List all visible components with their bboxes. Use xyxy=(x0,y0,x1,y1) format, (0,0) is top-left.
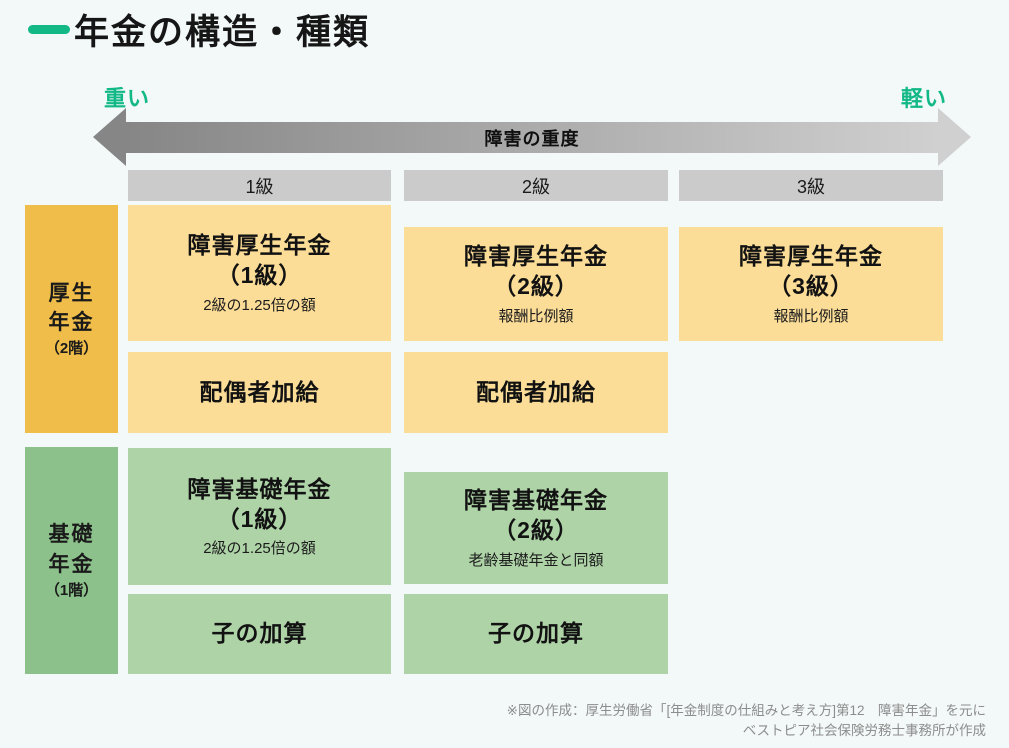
cell-grade: （1級） xyxy=(216,262,303,288)
cell-title: 配偶者加給 xyxy=(199,378,320,405)
cell-title: 障害基礎年金 xyxy=(464,487,608,514)
severity-axis-bar: 障害の重度 xyxy=(125,122,939,153)
cell-spouse-addition-grade2: 配偶者加給 xyxy=(404,352,668,433)
row-label-line: （1階） xyxy=(44,581,99,599)
cell-grade: （3級） xyxy=(768,273,854,299)
cell-grade: （2級） xyxy=(493,273,579,299)
row-label-line: 厚生 xyxy=(48,281,95,305)
cell-note: 報酬比例額 xyxy=(773,307,849,325)
cell-note: 2級の1.25倍の額 xyxy=(203,540,316,558)
cell-shogai-kiso-grade2: 障害基礎年金 （2級） 老齢基礎年金と同額 xyxy=(404,472,668,584)
page-title: 年金の構造・種類 xyxy=(74,13,371,52)
cell-shogai-kosei-grade1: 障害厚生年金 （1級） 2級の1.25倍の額 xyxy=(128,205,391,341)
cell-title: 障害厚生年金 xyxy=(187,232,332,259)
row-label-line: （2階） xyxy=(44,340,99,358)
row-label-line: 年金 xyxy=(48,311,95,334)
cell-grade: （2級） xyxy=(493,517,579,543)
cell-title: 障害基礎年金 xyxy=(187,475,332,502)
grade-header-2: 2級 xyxy=(404,170,668,201)
cell-note: 老齢基礎年金と同額 xyxy=(468,551,604,569)
severity-light-label: 軽い xyxy=(901,86,948,111)
cell-shogai-kosei-grade3: 障害厚生年金 （3級） 報酬比例額 xyxy=(679,227,943,341)
title-accent-dash xyxy=(28,25,70,34)
severity-axis-label: 障害の重度 xyxy=(484,128,580,149)
severity-heavy-label: 重い xyxy=(104,86,151,111)
cell-title: 障害厚生年金 xyxy=(464,243,608,270)
arrow-left-icon xyxy=(93,108,126,166)
cell-shogai-kiso-grade1: 障害基礎年金 （1級） 2級の1.25倍の額 xyxy=(128,448,391,585)
cell-title: 子の加算 xyxy=(488,620,584,647)
arrow-right-icon xyxy=(938,108,971,166)
cell-note: 報酬比例額 xyxy=(498,307,574,325)
source-credit: ※図の作成：厚生労働省「[年金制度の仕組みと考え方]第12 障害年金」を元に ベ… xyxy=(507,701,986,740)
cell-title: 子の加算 xyxy=(211,620,308,647)
cell-child-addition-grade2: 子の加算 xyxy=(404,594,668,674)
cell-note: 2級の1.25倍の額 xyxy=(203,296,316,314)
source-credit-line2: ベストピア社会保険労務士事務所が作成 xyxy=(742,722,986,738)
row-label-line: 年金 xyxy=(48,552,95,576)
cell-title: 障害厚生年金 xyxy=(739,243,883,270)
grade-header-3: 3級 xyxy=(679,170,943,201)
row-label-kiso-nenkin: 基礎 年金 （1階） xyxy=(25,447,118,674)
cell-title: 配偶者加給 xyxy=(476,378,596,405)
cell-grade: （1級） xyxy=(216,505,303,532)
grade-header-1: 1級 xyxy=(128,170,391,201)
source-credit-line1: ※図の作成：厚生労働省「[年金制度の仕組みと考え方]第12 障害年金」を元に xyxy=(506,703,986,718)
cell-child-addition-grade1: 子の加算 xyxy=(128,594,391,674)
cell-spouse-addition-grade1: 配偶者加給 xyxy=(128,352,391,433)
row-label-kosei-nenkin: 厚生 年金 （2階） xyxy=(25,205,118,433)
row-label-line: 基礎 xyxy=(48,523,95,547)
cell-shogai-kosei-grade2: 障害厚生年金 （2級） 報酬比例額 xyxy=(404,227,668,341)
